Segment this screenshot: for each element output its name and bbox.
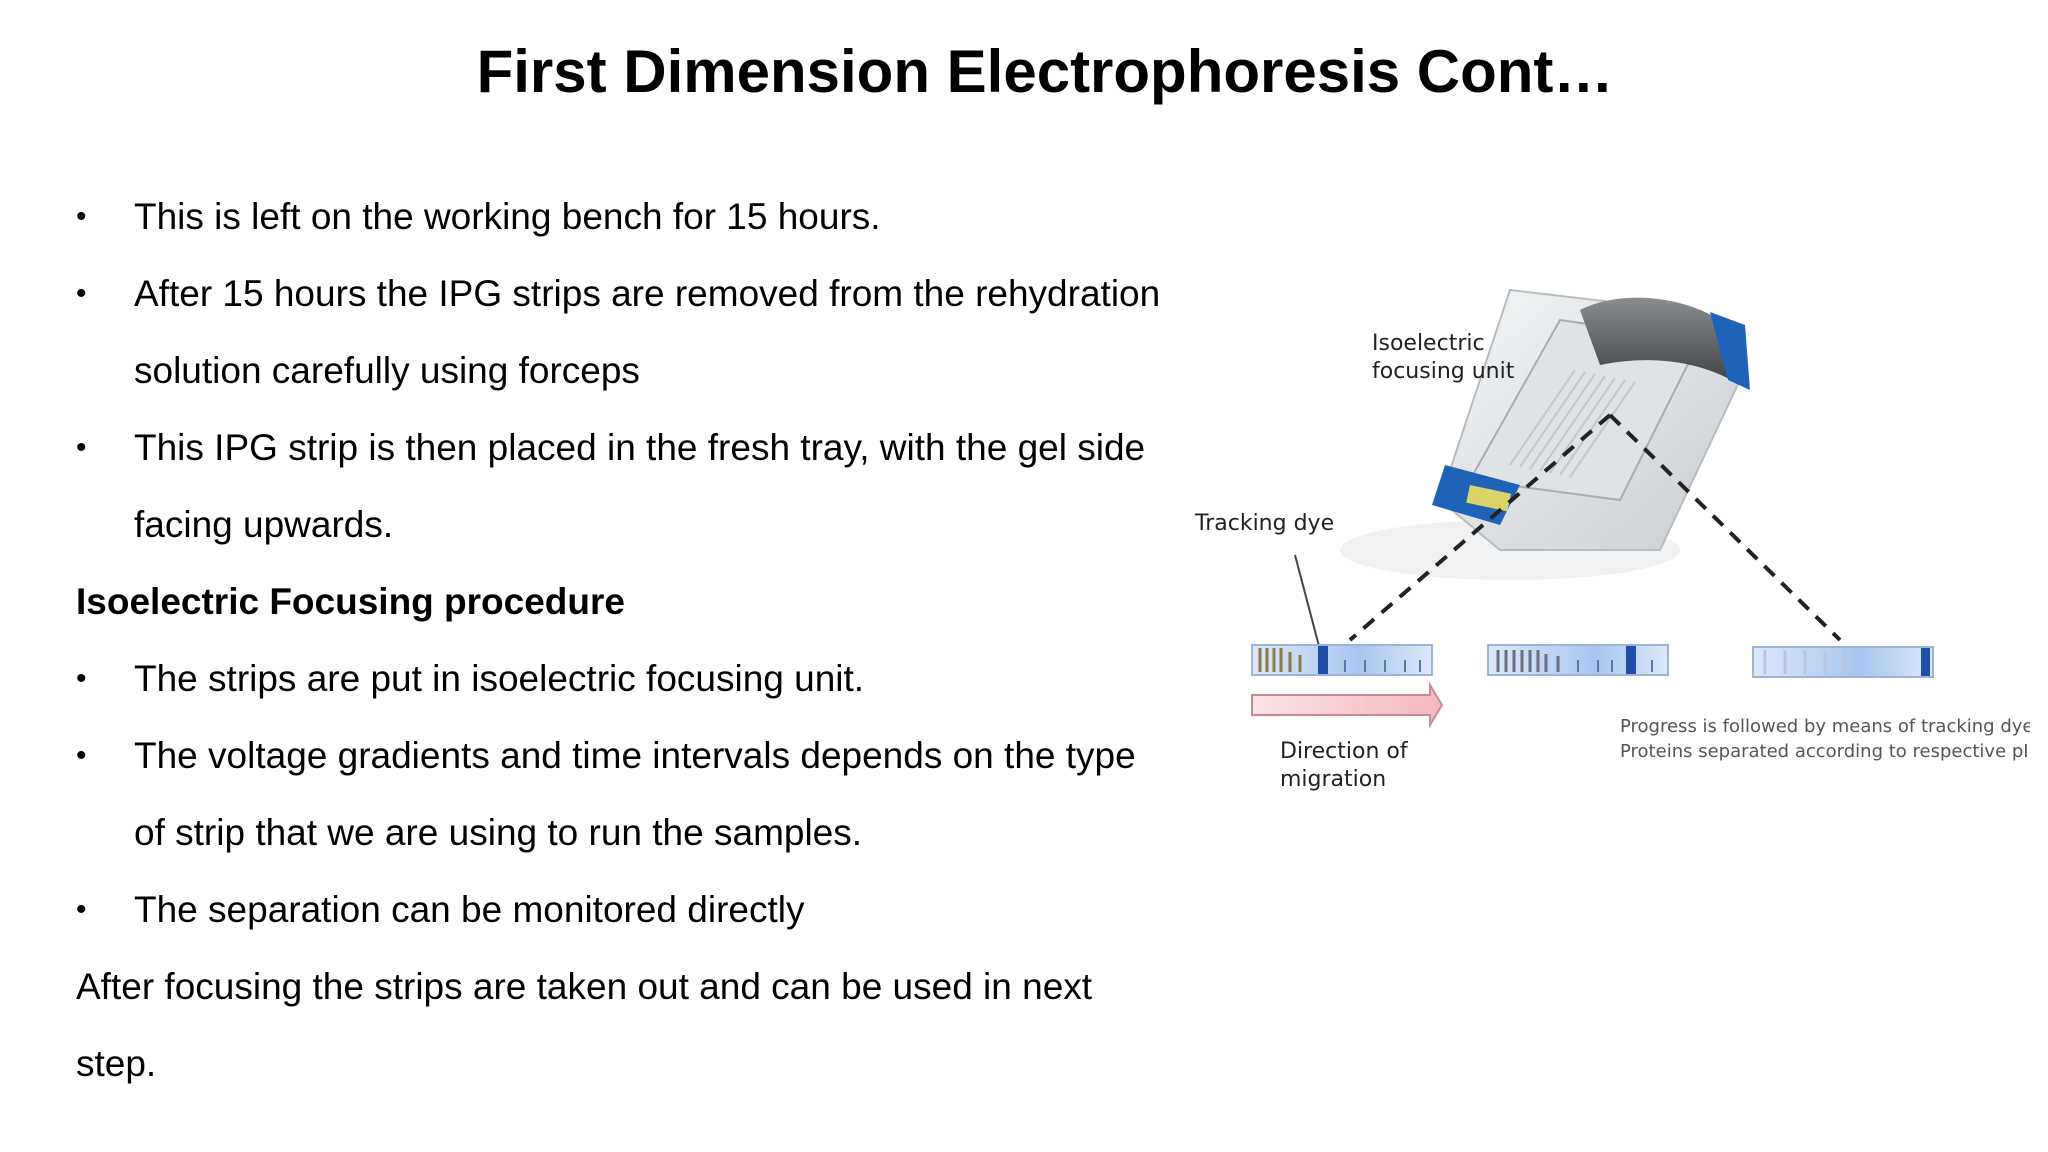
label-direction: migration (1280, 767, 1386, 792)
paragraph-line: After focusing the strips are taken out … (76, 948, 1236, 1025)
paragraph-text: After focusing the strips are taken out … (76, 966, 1093, 1007)
bullet-text: This IPG strip is then placed in the fre… (134, 427, 1146, 468)
ipg-strip-1 (1251, 644, 1433, 676)
ief-illustration: Isoelectric focusing unit Tracking dye (1194, 288, 2030, 792)
ipg-strip-3 (1752, 646, 1934, 678)
bullet-text: The voltage gradients and time intervals… (134, 735, 1136, 776)
bullet-item: • This IPG strip is then placed in the f… (76, 409, 1236, 486)
bullet-continuation: solution carefully using forceps (76, 332, 1236, 409)
section-heading: Isoelectric Focusing procedure (76, 563, 1236, 640)
bullet-icon: • (76, 893, 87, 926)
figure-caption: Proteins separated according to respecti… (1620, 741, 2030, 762)
bullet-item: • After 15 hours the IPG strips are remo… (76, 255, 1236, 332)
bullet-icon: • (76, 739, 87, 772)
bullet-text: The separation can be monitored directly (134, 889, 805, 930)
paragraph-text: step. (76, 1043, 157, 1084)
label-direction: Direction of (1280, 739, 1409, 764)
bullet-text: solution carefully using forceps (134, 350, 640, 391)
focusing-unit-device (1340, 288, 1750, 580)
label-focusing-unit: focusing unit (1372, 359, 1515, 384)
bullet-icon: • (76, 431, 87, 464)
bullet-continuation: facing upwards. (76, 486, 1236, 563)
section-heading-text: Isoelectric Focusing procedure (76, 581, 625, 622)
bullet-item: • This is left on the working bench for … (76, 178, 1236, 255)
label-focusing-unit: Isoelectric (1372, 331, 1485, 356)
figure-caption: Progress is followed by means of trackin… (1620, 716, 2030, 737)
bullet-icon: • (76, 200, 87, 233)
bullet-icon: • (76, 277, 87, 310)
slide-body: • This is left on the working bench for … (76, 178, 1236, 1102)
label-tracking-dye: Tracking dye (1194, 511, 1334, 536)
bullet-item: • The strips are put in isoelectric focu… (76, 640, 1236, 717)
bullet-text: The strips are put in isoelectric focusi… (134, 658, 865, 699)
bullet-icon: • (76, 662, 87, 695)
bullet-text: of strip that we are using to run the sa… (134, 812, 863, 853)
bullet-text: facing upwards. (134, 504, 394, 545)
bullet-continuation: of strip that we are using to run the sa… (76, 794, 1236, 871)
slide-title: First Dimension Electrophoresis Cont… (476, 38, 1614, 105)
migration-arrow (1251, 681, 1444, 729)
bullet-text: This is left on the working bench for 15… (134, 196, 881, 237)
bullet-item: • The voltage gradients and time interva… (76, 717, 1236, 794)
ipg-strip-2 (1487, 644, 1669, 676)
paragraph-line: step. (76, 1025, 1236, 1102)
bullet-text: After 15 hours the IPG strips are remove… (134, 273, 1161, 314)
tracking-dye-pointer (1294, 554, 1321, 651)
projection-lines (1348, 413, 1842, 642)
bullet-item: • The separation can be monitored direct… (76, 871, 1236, 948)
